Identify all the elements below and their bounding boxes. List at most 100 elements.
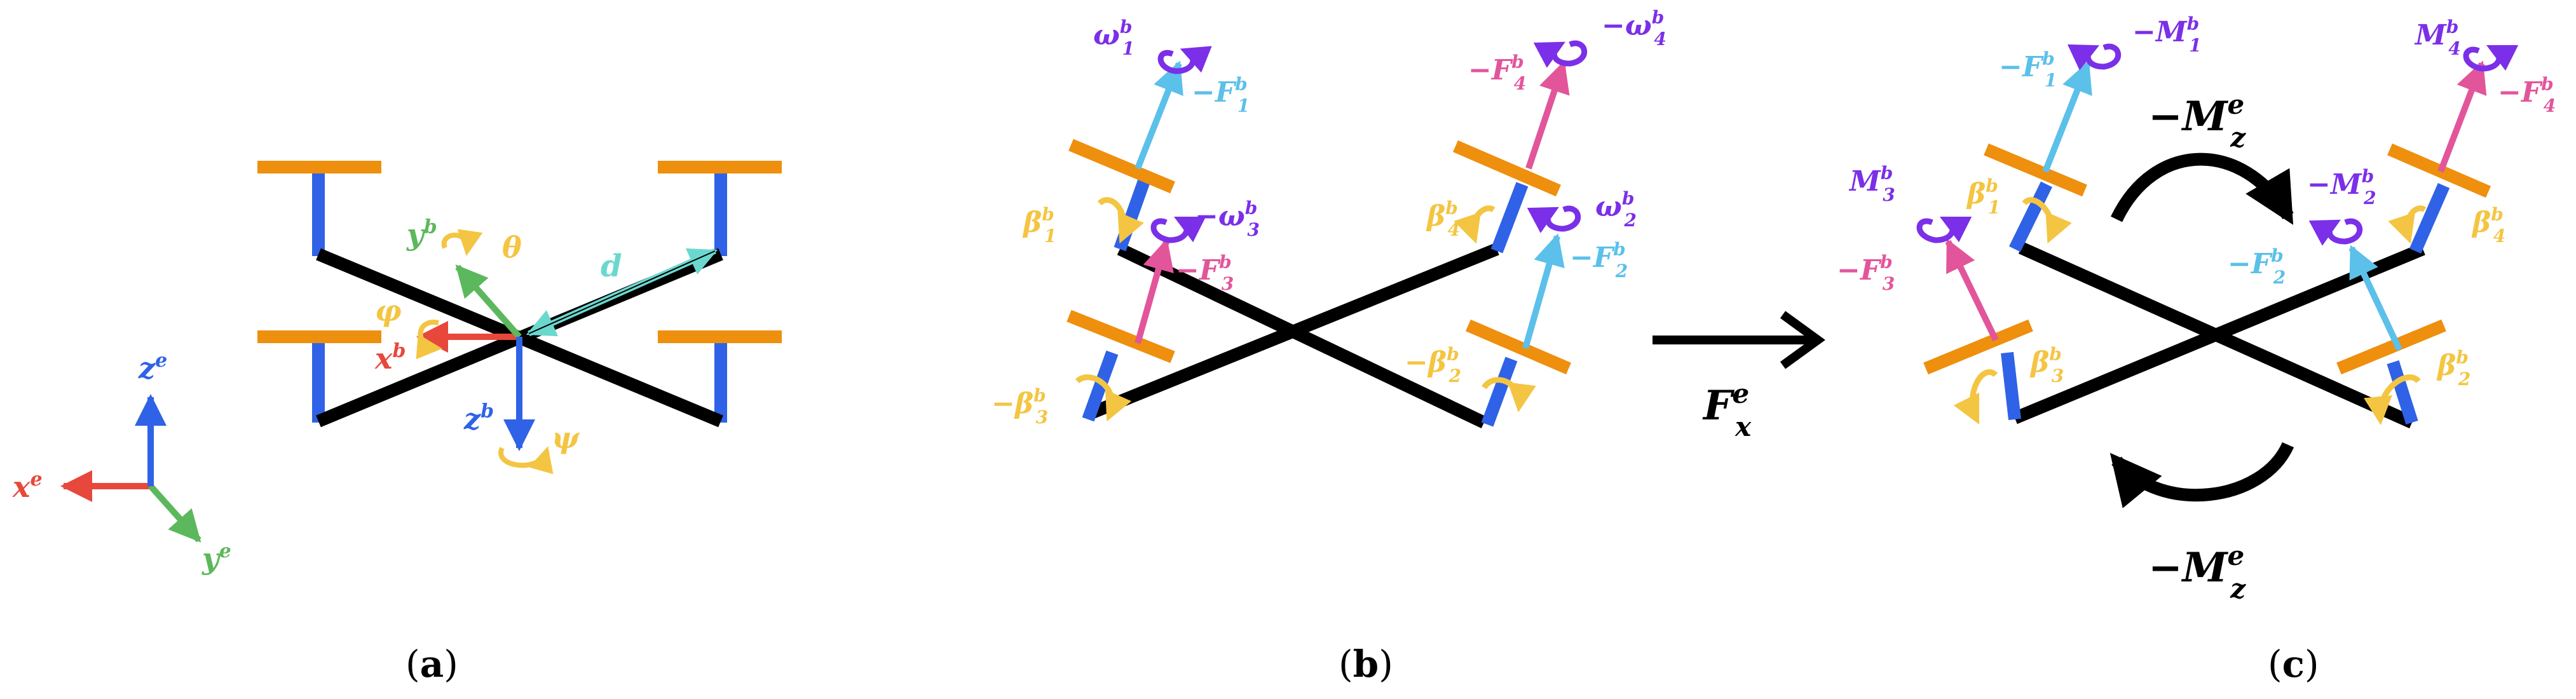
force-4-arrow: [1525, 60, 1570, 170]
body-y-axis: [455, 264, 522, 339]
force-2-arrow: [1522, 233, 1565, 350]
beta-3-tilt-icon: [1075, 374, 1132, 422]
rotor-bar: [1067, 309, 1175, 363]
distance-label: d: [601, 248, 622, 284]
arm-post: [2001, 351, 2021, 421]
arm-post: [1082, 350, 1119, 422]
rotor-bar: [658, 330, 782, 343]
transition-arrowhead: [1780, 311, 1825, 369]
pitch-label: θ: [502, 230, 522, 264]
roll-label: φ: [375, 294, 402, 328]
arm-post: [2387, 360, 2418, 425]
caption-c: (c): [2268, 642, 2319, 686]
force-3-arrow: [1135, 238, 1174, 344]
body-x-label: xb: [374, 340, 405, 376]
rotor-bar: [658, 161, 782, 173]
arm-post: [1481, 356, 1518, 427]
beta-2-tilt-icon: [1482, 377, 1536, 412]
omega-2-spin-icon: [1527, 205, 1581, 233]
force-2-arrow: [2348, 245, 2402, 351]
yaw-label: ψ: [552, 421, 580, 455]
omega-4-spin-icon: [1533, 40, 1587, 68]
moment-2-spin-icon: [2308, 218, 2362, 246]
distance-arrow-outline: [528, 250, 716, 334]
earth-y-axis: [148, 484, 201, 543]
arm-post: [312, 173, 325, 256]
force-4-arrow: [2437, 60, 2487, 173]
caption-b: (b): [1339, 642, 1393, 686]
arm-post: [714, 343, 727, 423]
earth-y-label: ye: [201, 540, 231, 576]
rotor-bar: [257, 330, 381, 343]
frame-beam: [1086, 243, 1499, 421]
rotor-bar: [1466, 319, 1571, 375]
yaw-moment-top-arrow: [2110, 153, 2294, 225]
beta-1-tilt-icon: [1097, 197, 1144, 244]
caption-a: (a): [405, 642, 458, 686]
body-z-label: zb: [463, 400, 494, 436]
force-3-arrow: [1945, 238, 1999, 342]
yaw-moment-bottom-arrow: [2109, 442, 2294, 508]
force-1-arrow: [1135, 60, 1183, 170]
arm-post: [1490, 182, 1529, 254]
rotor-bar: [1453, 140, 1561, 197]
frame-beam: [1117, 243, 1487, 429]
beta-1-tilt-icon: [2022, 197, 2072, 244]
arm-post: [2009, 181, 2052, 252]
body-y-label: yb: [406, 216, 437, 252]
beta-2-tilt-icon: [2364, 374, 2421, 425]
beta-4-tilt-icon: [2388, 205, 2427, 244]
omega-1-spin-icon: [1157, 46, 1212, 74]
earth-x-label: xe: [12, 468, 43, 504]
rotor-bar: [1068, 139, 1175, 194]
roll-rotation-icon: [416, 320, 442, 360]
rotor-bar: [1923, 319, 2033, 375]
arm-post: [714, 173, 727, 256]
force-1-arrow: [2042, 60, 2092, 173]
pitch-rotation-icon: [441, 229, 483, 256]
moment-3-spin-icon: [1916, 216, 1972, 243]
yaw-rotation-icon: [498, 446, 554, 475]
moment-1-spin-icon: [2067, 43, 2121, 71]
panel-a: xb yb zb φ θ ψ d xe ye ze (a): [12, 161, 782, 686]
earth-z-label: ze: [138, 350, 167, 385]
arm-post: [2409, 182, 2450, 254]
beta-4-tilt-icon: [1454, 205, 1496, 244]
omega-3-spin-icon: [1150, 216, 1206, 243]
rotor-bar: [1984, 143, 2087, 197]
moment-4-spin-icon: [2463, 44, 2519, 72]
rotor-bar: [2336, 319, 2446, 375]
rotor-bar: [257, 161, 381, 173]
arm-post: [312, 343, 325, 423]
